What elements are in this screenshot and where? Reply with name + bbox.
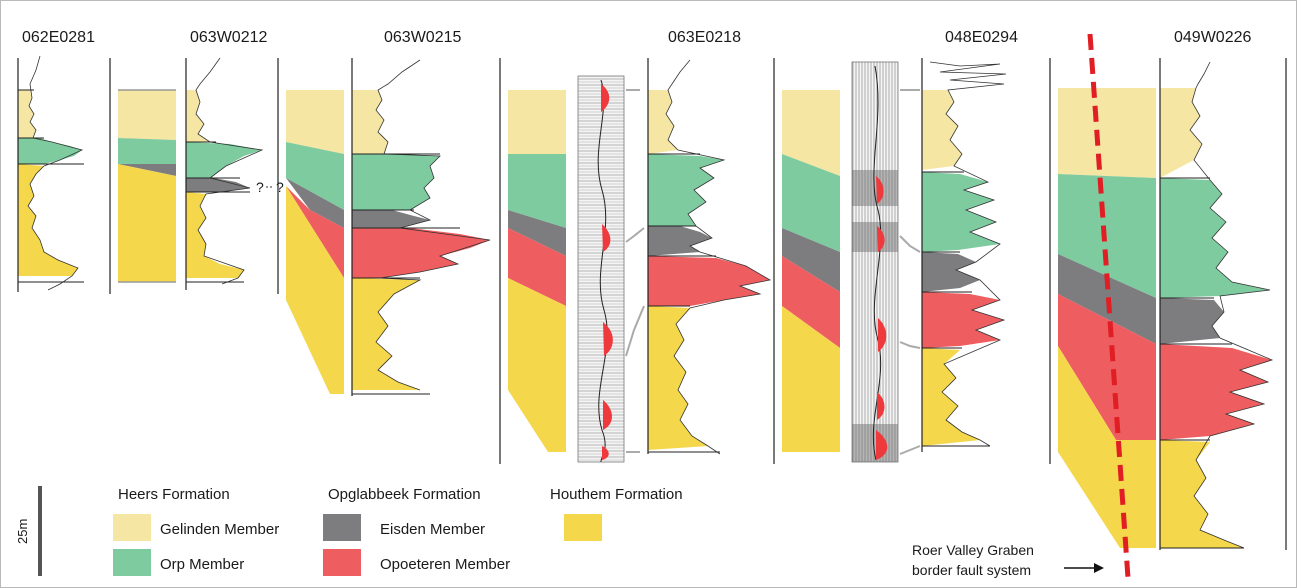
seismic-panel-1 <box>577 75 625 463</box>
legend-label-eisden: Eisden Member <box>380 521 485 538</box>
scale-bar: 25m <box>15 486 42 576</box>
legend-label-opoeteren: Opoeteren Member <box>380 556 510 573</box>
well-4-log-houthem <box>648 306 708 450</box>
well-5-log-eisden <box>922 252 980 292</box>
fault-label-line2: border fault system <box>912 562 1031 578</box>
well-5-log-orp <box>922 172 1000 252</box>
well-label-2: 063W0212 <box>190 29 267 46</box>
well-4-log-opoeteren <box>648 256 770 306</box>
well-5-log-houthem <box>922 348 980 446</box>
fault-label-line1: Roer Valley Graben <box>912 542 1034 558</box>
well-label-6: 049W0226 <box>1174 29 1251 46</box>
well-5-log-curve <box>929 61 1007 447</box>
question-mark-1: ? <box>256 179 264 195</box>
scale-bar-label: 25m <box>15 519 30 544</box>
well-2-log <box>185 57 264 290</box>
correlation-panel-e <box>1049 58 1156 548</box>
well-1-log <box>17 55 84 292</box>
well-4-log-curve <box>665 59 772 455</box>
well-5-log-gelinden <box>922 90 962 170</box>
well-1-log-houthem <box>18 164 78 276</box>
well-5-log <box>921 58 1007 452</box>
well-4-log-eisden <box>648 226 712 256</box>
legend-group-heers-title: Heers Formation <box>118 486 230 503</box>
well-2-log-houthem <box>186 192 244 278</box>
well-6-log-curve <box>1189 61 1274 549</box>
well-3-log-orp <box>352 154 440 210</box>
legend-swatch-opoeteren <box>323 549 361 576</box>
seismic-panel-2 <box>851 61 899 463</box>
legend-swatch-gelinden <box>113 514 151 541</box>
well-label-3: 063W0215 <box>384 29 461 46</box>
well-2-log-curve <box>195 57 264 285</box>
well-3-log-curve <box>375 59 491 391</box>
well-5-log-opoeteren <box>922 292 1004 348</box>
well-6-log-orp <box>1160 178 1270 298</box>
well-2-log-eisden <box>186 178 250 192</box>
seismic-tie-lines-1 <box>625 89 645 453</box>
well-2-log-gelinden <box>186 90 210 142</box>
well-label-1: 062E0281 <box>22 29 95 46</box>
well-6-log <box>1159 58 1287 550</box>
well-3-log <box>351 58 491 396</box>
well-3-log-eisden <box>352 210 430 228</box>
seismic-tie-lines-2 <box>899 89 921 455</box>
legend-swatch-houthem <box>564 514 602 541</box>
well-1-log-curve <box>27 55 84 291</box>
legend: Heers Formation Gelinden Member Orp Memb… <box>113 486 683 576</box>
arrow-head-icon <box>1094 563 1104 573</box>
well-3-log-gelinden <box>352 90 388 154</box>
well-6-log-gelinden <box>1160 88 1202 178</box>
well-labels: 062E0281 063W0212 063W0215 063E0218 048E… <box>22 29 1251 46</box>
legend-group-opglabbeek-title: Opglabbeek Formation <box>328 486 481 503</box>
well-6-log-houthem <box>1160 440 1244 548</box>
legend-group-houthem-title: Houthem Formation <box>550 486 683 503</box>
legend-swatch-eisden <box>323 514 361 541</box>
well-label-4: 063E0218 <box>668 29 741 46</box>
uncertainty-marks: ? ? <box>256 179 284 195</box>
correlation-panel-a <box>109 58 176 294</box>
fault-line <box>1087 33 1131 579</box>
correlation-panel-c <box>499 58 566 464</box>
fault-annotation: Roer Valley Graben border fault system <box>912 542 1104 578</box>
well-4-log-orp <box>648 154 724 226</box>
well-2-log-orp <box>186 142 262 178</box>
legend-swatch-orp <box>113 549 151 576</box>
well-4-log-gelinden <box>648 90 678 154</box>
well-1-log-gelinden <box>18 90 36 138</box>
question-mark-2: ? <box>276 179 284 195</box>
legend-label-gelinden: Gelinden Member <box>160 521 279 538</box>
correlation-panel-b <box>277 58 344 394</box>
well-3-log-houthem <box>352 278 420 390</box>
correlation-panel-d <box>773 58 840 464</box>
well-3-log-opoeteren <box>352 228 490 278</box>
well-6-log-opoeteren <box>1160 344 1272 440</box>
well-label-5: 048E0294 <box>945 29 1018 46</box>
legend-label-orp: Orp Member <box>160 556 244 573</box>
well-6-log-eisden <box>1160 298 1224 344</box>
well-4-log <box>647 58 772 455</box>
